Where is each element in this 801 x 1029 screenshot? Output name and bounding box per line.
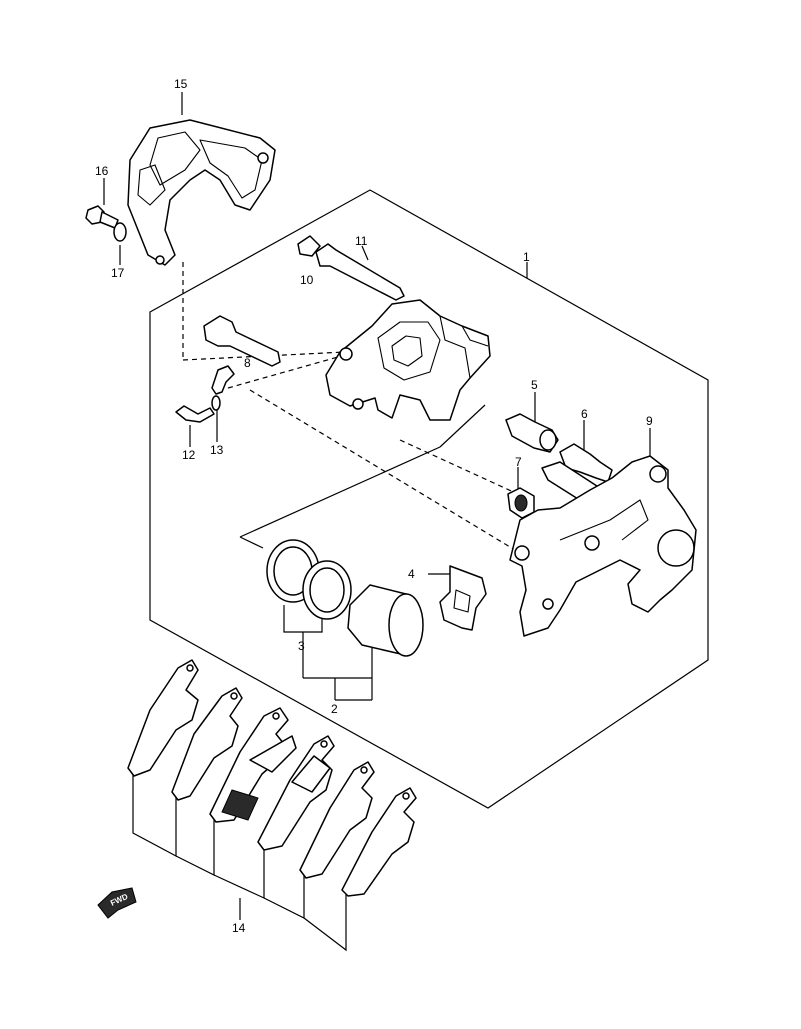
part-4-spring — [439, 565, 487, 631]
part-13-fitting — [211, 365, 235, 411]
label-14: 14 — [232, 921, 246, 935]
part-12-screw — [175, 405, 215, 423]
label-8: 8 — [244, 356, 251, 370]
part-15-guard — [127, 119, 276, 266]
part-10-boot — [297, 235, 321, 257]
caliper-body — [325, 299, 491, 421]
label-2: 2 — [331, 702, 338, 716]
part-17-washer — [113, 222, 127, 242]
label-11: 11 — [355, 234, 368, 248]
label-4: 4 — [408, 567, 415, 581]
part-9-bracket — [509, 455, 697, 637]
part-8-pin — [203, 315, 281, 367]
label-12: 12 — [182, 448, 196, 462]
label-9: 9 — [646, 414, 653, 428]
label-7: 7 — [515, 455, 522, 469]
label-5: 5 — [531, 378, 538, 392]
part-14-pads — [127, 659, 417, 897]
fwd-arrow-icon: FWD — [97, 887, 137, 919]
part-labels: 1 2 3 4 5 6 7 8 9 10 11 12 13 14 15 16 1… — [95, 77, 653, 935]
label-16: 16 — [95, 164, 109, 178]
label-15: 15 — [174, 77, 188, 91]
part-7-boot — [507, 487, 535, 519]
label-10: 10 — [300, 273, 314, 287]
label-6: 6 — [581, 407, 588, 421]
part-16-bolt — [85, 205, 119, 229]
label-3: 3 — [298, 639, 305, 653]
part-5-sleeve — [505, 413, 559, 453]
leader-lines — [103, 92, 651, 952]
label-1: 1 — [523, 250, 530, 264]
part-11-pin — [315, 243, 405, 301]
label-17: 17 — [111, 266, 125, 280]
label-13: 13 — [210, 443, 224, 457]
assembly-1-outline — [149, 189, 709, 809]
part-2-piston — [347, 584, 424, 657]
part-3-seals — [266, 539, 352, 620]
